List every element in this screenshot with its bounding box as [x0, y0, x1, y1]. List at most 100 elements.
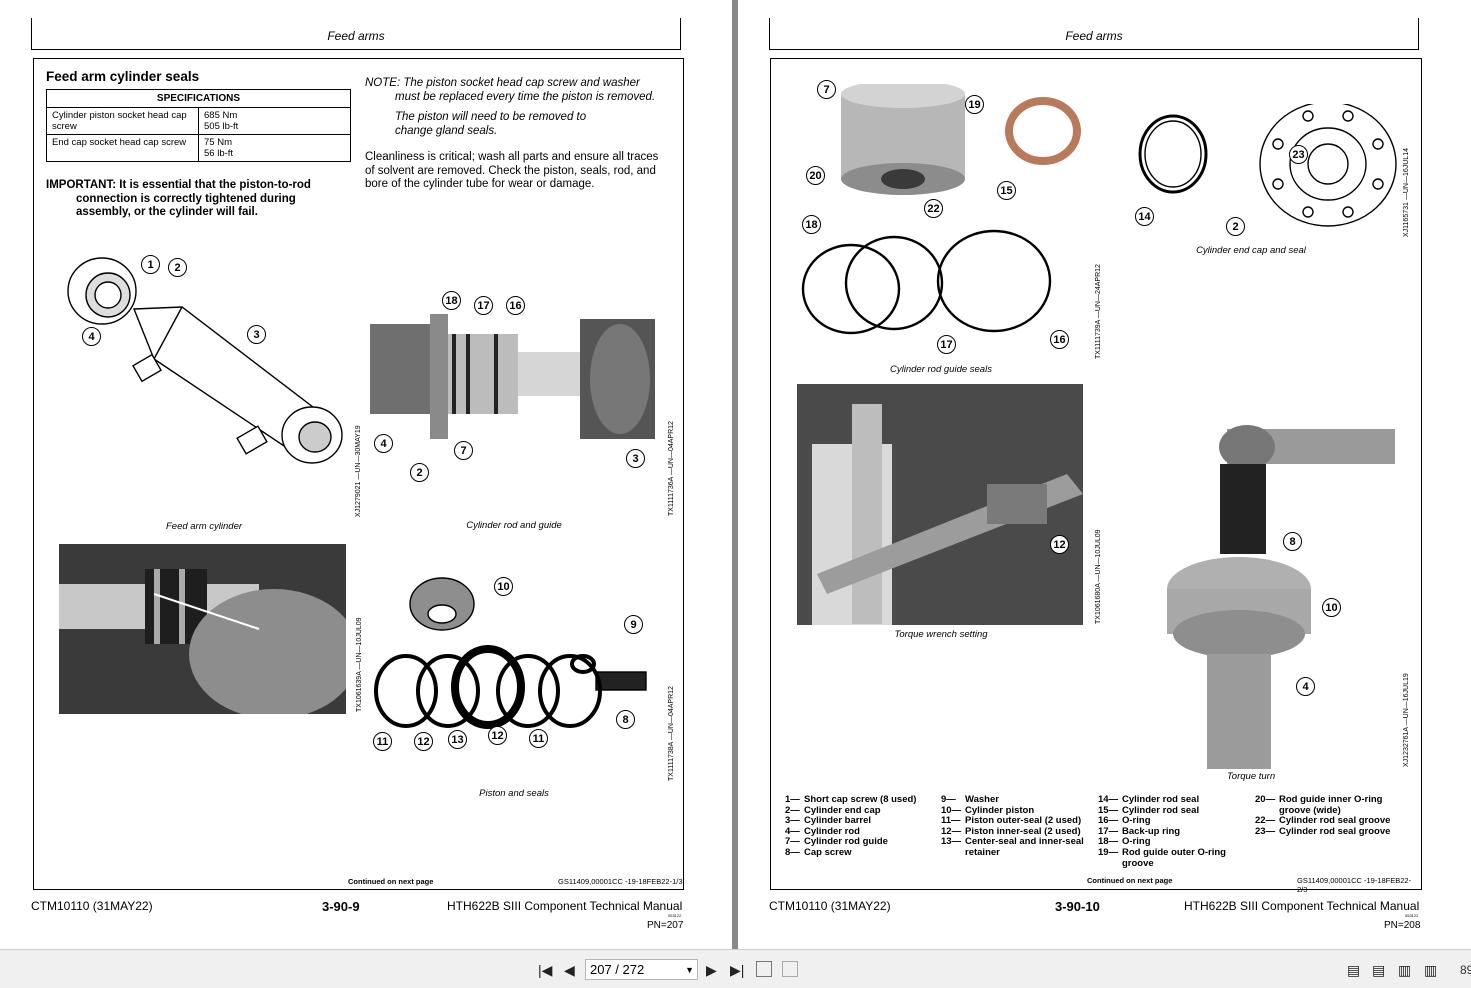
piston-seals-figure	[374, 577, 647, 729]
legend-value: Piston outer-seal (2 used)	[965, 815, 1082, 827]
feed-arm-cylinder-figure	[67, 257, 343, 464]
legend-item: 20—Rod guide inner O-ring	[1255, 794, 1420, 806]
legend-item: 2—Cylinder end cap	[785, 804, 945, 817]
legend-value: Cylinder end cap	[804, 804, 881, 816]
forward-view-icon[interactable]	[782, 961, 798, 977]
first-page-icon[interactable]: |◀	[538, 962, 553, 978]
callout: 8	[616, 710, 635, 729]
legend-value: Cylinder rod seal	[1122, 794, 1200, 805]
footer-page-number: 3-90-9	[322, 899, 360, 914]
next-page-icon[interactable]: ▶	[706, 962, 717, 978]
table-row: Cylinder piston socket head cap screw 68…	[46, 107, 351, 135]
legend-value: O-ring	[1122, 815, 1151, 827]
legend-column-3: 14—Cylinder rod seal 15—Cylinder rod sea…	[1098, 794, 1258, 869]
chevron-down-icon: ▼	[685, 964, 694, 975]
legend-key: 7—	[785, 836, 800, 848]
prev-page-icon[interactable]: ◀	[564, 962, 575, 978]
legend-value: Piston inner-seal (2 used)	[965, 825, 1081, 837]
para-line: of solvent are removed. Check the piston…	[365, 164, 656, 177]
callout: 7	[817, 80, 836, 99]
callout: 3	[626, 449, 645, 468]
callout: 2	[168, 258, 187, 277]
single-page-icon[interactable]: ▤	[1347, 962, 1361, 978]
callout: 10	[1322, 598, 1341, 617]
legend-key: 16—	[1098, 815, 1119, 827]
callout: 16	[1050, 330, 1069, 349]
last-page-icon[interactable]: ▶|	[730, 962, 745, 978]
figure-code: TX1061639A —UN—10JUL09	[356, 617, 363, 712]
pn-number: PN=208	[1384, 920, 1421, 931]
callout: 4	[1296, 677, 1315, 696]
facing-icon[interactable]: ▥	[1398, 962, 1412, 978]
legend-value: groove (wide)	[1279, 804, 1341, 816]
callout: 23	[1289, 145, 1308, 164]
footer-manual-title: HTH622B SIII Component Technical Manual	[447, 899, 683, 913]
spec-value: 685 Nm 505 lb-ft	[198, 107, 351, 135]
continued-note: Continued on next page	[1087, 876, 1173, 885]
continued-note: Continued on next page	[348, 877, 434, 886]
legend-item: 14—Cylinder rod seal	[1098, 794, 1258, 806]
figure-caption: Feed arm cylinder	[165, 521, 243, 532]
important-line: connection is correctly tightened during	[76, 192, 296, 205]
callout: 1	[141, 255, 160, 274]
legend-item: 8—Cap screw	[785, 847, 945, 859]
legend-key: 3—	[785, 815, 800, 827]
legend-item: 13—Center-seal and inner-seal	[941, 837, 1101, 848]
note-line: The piston will need to be removed to	[395, 111, 587, 123]
spec-value: 75 Nm 56 lb-ft	[198, 134, 351, 162]
pn-number: PN=207	[647, 920, 684, 931]
viewer-toolbar: |◀ ◀ 207 / 272 ▼ ▶ ▶| ▤ ▤ ▥ ▥ 89	[0, 949, 1471, 988]
spec-item: Cylinder piston socket head cap screw	[46, 107, 199, 135]
legend-value: Back-up ring	[1122, 825, 1181, 837]
footer-manual-title: HTH622B SIII Component Technical Manual	[1184, 899, 1420, 913]
legend-item: 3—Cylinder barrel	[785, 816, 945, 827]
legend-item: 12—Piston inner-seal (2 used)	[941, 825, 1101, 838]
callout: 2	[1226, 217, 1245, 236]
important-line: assembly, or the cylinder will fail.	[76, 206, 258, 218]
callout: 17	[937, 335, 956, 354]
zoom-level[interactable]: 89	[1460, 963, 1471, 977]
figure-caption: Torque wrench setting	[894, 629, 988, 640]
spec-value-metric: 75 Nm	[204, 137, 232, 148]
callout: 11	[529, 729, 548, 748]
callout: 19	[965, 95, 984, 114]
continuous-icon[interactable]: ▤	[1372, 962, 1386, 978]
legend-key: 10—	[941, 804, 962, 816]
content-frame: Feed arm cylinder seals SPECIFICATIONS C…	[33, 58, 684, 890]
figure-caption: Piston and seals	[479, 788, 549, 799]
callout: 12	[488, 726, 507, 745]
footer-page-number: 3-90-10	[1055, 899, 1100, 914]
spec-header: SPECIFICATIONS	[46, 89, 351, 108]
legend-item: 10—Cylinder piston	[941, 804, 1101, 817]
page-number-select[interactable]: 207 / 272 ▼	[585, 959, 698, 980]
page-number-value: 207 / 272	[590, 962, 645, 977]
callout: 12	[1050, 535, 1069, 554]
note-line: change gland seals.	[395, 124, 498, 137]
legend-column-4: 20—Rod guide inner O-ring groove (wide) …	[1255, 794, 1420, 837]
legend-key: 12—	[941, 825, 962, 837]
legend-value: Cylinder piston	[965, 804, 1035, 816]
figure-code: TX1111736A —UN—04APR12	[668, 421, 675, 516]
legend-value: Cylinder rod seal groove	[1279, 825, 1391, 837]
callout: 15	[997, 181, 1016, 200]
torque-wrench-photo	[797, 384, 1083, 625]
callout: 3	[247, 325, 266, 344]
footer-tiny: 053122	[668, 913, 682, 918]
end-cap-figure	[1138, 104, 1397, 227]
back-view-icon[interactable]	[756, 961, 772, 977]
note-line: must be replaced every time the piston i…	[395, 90, 656, 103]
spec-table: SPECIFICATIONS Cylinder piston socket he…	[46, 89, 351, 162]
running-header: Feed arms	[769, 18, 1419, 50]
figure-caption: Cylinder rod and guide	[466, 520, 562, 531]
figure-code: TX1061680A —UN—10JUL09	[1095, 529, 1102, 624]
footer-manual-id: CTM10110 (31MAY22)	[31, 899, 153, 913]
legend-value: groove	[1122, 857, 1154, 869]
callout: 4	[82, 327, 101, 346]
legend-item: 16—O-ring	[1098, 816, 1258, 827]
cylinder-rod-guide-figure	[370, 314, 655, 439]
running-header: Feed arms	[31, 18, 681, 50]
continuous-facing-icon[interactable]: ▥	[1424, 962, 1438, 978]
legend-key: 4—	[785, 825, 800, 837]
legend-value: Cylinder rod seal	[1122, 804, 1200, 816]
rod-seal-figure	[1005, 97, 1081, 165]
